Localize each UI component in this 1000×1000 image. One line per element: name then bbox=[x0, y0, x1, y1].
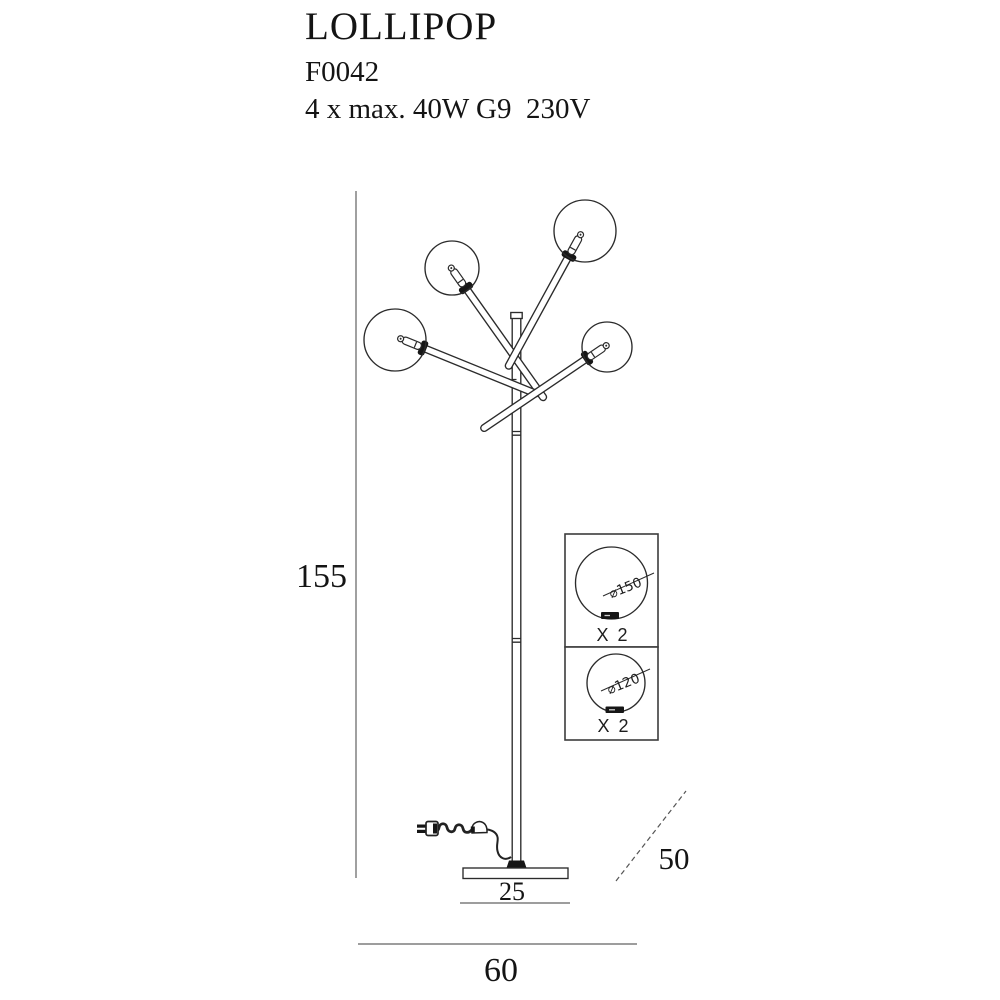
total-width-dimension-label: 60 bbox=[484, 952, 518, 989]
bulb-right bbox=[586, 342, 610, 361]
detail-box-small-globe: ⌀120 X 2 bbox=[564, 646, 659, 741]
base-width-dimension-label: 25 bbox=[499, 877, 525, 906]
inline-switch-icon bbox=[470, 820, 488, 834]
product-code: F0042 bbox=[305, 56, 380, 88]
lamp-base bbox=[462, 860, 569, 880]
collar-right bbox=[580, 350, 594, 366]
glass-globes bbox=[363, 199, 633, 373]
quantity-label-2: X 2 bbox=[597, 716, 630, 736]
lamp-bulbs bbox=[397, 231, 610, 361]
arm-right bbox=[480, 354, 591, 433]
diameter-leader-line-2 bbox=[600, 668, 651, 692]
collar-upper-left bbox=[458, 281, 474, 295]
base-flange bbox=[506, 860, 527, 868]
detail-box-large-globe: ⌀150 X 2 bbox=[564, 533, 659, 648]
detail-box-1-frame bbox=[564, 533, 659, 648]
bulb-left bbox=[397, 335, 422, 350]
base-plate bbox=[462, 867, 569, 880]
pole-top-cap bbox=[510, 311, 523, 320]
detail-box-2-frame bbox=[564, 646, 659, 741]
depth-dimension-line bbox=[615, 790, 687, 882]
globe-top-right bbox=[553, 199, 617, 263]
lamp-illustration bbox=[363, 199, 633, 880]
bulb-upper-left bbox=[447, 264, 467, 288]
lamp-pole bbox=[510, 311, 523, 863]
quantity-label-1: X 2 bbox=[596, 625, 629, 645]
depth-dimension-label: 50 bbox=[659, 841, 690, 876]
globe-right bbox=[581, 321, 633, 373]
globe-left bbox=[363, 308, 427, 372]
page-title: LOLLIPOP bbox=[305, 5, 498, 48]
dimension-lines bbox=[355, 191, 687, 945]
globe-upper-left bbox=[424, 240, 480, 296]
product-spec: 4 x max. 40W G9 230V bbox=[305, 93, 591, 125]
pole-joints bbox=[512, 378, 521, 643]
detail-boxes: ⌀150 X 2 ⌀120 X 2 bbox=[564, 533, 659, 741]
power-cord bbox=[486, 828, 512, 860]
lamp-arms bbox=[420, 250, 591, 433]
power-plug-icon bbox=[417, 820, 439, 837]
bulb-top-right bbox=[567, 231, 585, 256]
diameter-leader-line-1 bbox=[602, 572, 655, 597]
arm-top-right bbox=[504, 250, 574, 370]
height-dimension-label: 155 bbox=[296, 558, 347, 595]
pole-shaft bbox=[511, 315, 522, 863]
power-cord-assembly bbox=[417, 820, 512, 860]
